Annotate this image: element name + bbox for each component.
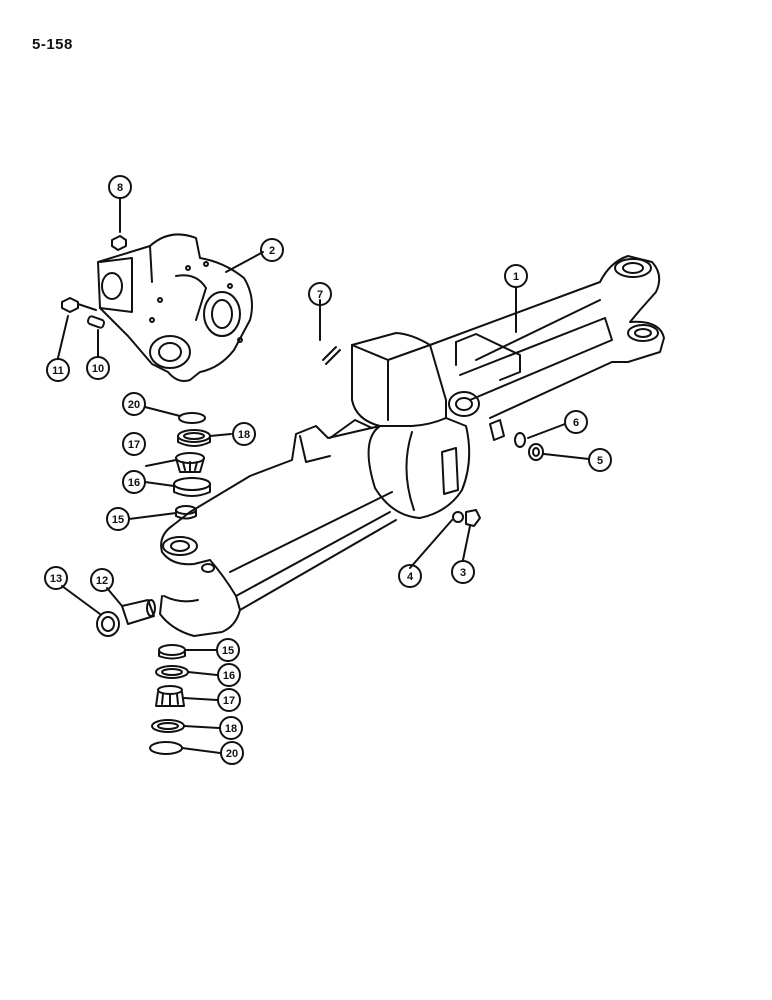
bearing-cup-outer-lower — [155, 665, 189, 679]
svg-text:1: 1 — [513, 271, 519, 283]
bearing-cup-upper — [175, 505, 197, 520]
drain-plug — [465, 509, 481, 527]
callout-4: 4 — [398, 564, 422, 588]
callout-20-lower: 20 — [220, 741, 244, 765]
shim-lower — [149, 741, 183, 755]
svg-text:3: 3 — [460, 567, 466, 579]
svg-text:6: 6 — [573, 417, 579, 429]
drain-plug-washer — [452, 511, 464, 523]
pivot-housing — [97, 233, 253, 382]
fill-plug — [528, 443, 544, 461]
callout-6: 6 — [564, 410, 588, 434]
callout-1: 1 — [504, 264, 528, 288]
callout-10: 10 — [86, 356, 110, 380]
callout-17-upper: 17 — [122, 432, 146, 456]
callout-8: 8 — [108, 175, 132, 199]
fill-plug-washer — [514, 432, 526, 448]
stud — [322, 346, 341, 365]
dowel — [86, 315, 106, 329]
svg-text:15: 15 — [112, 514, 124, 526]
callout-18-upper: 18 — [232, 422, 256, 446]
svg-text:2: 2 — [269, 245, 275, 257]
seal — [96, 611, 120, 637]
axle-housing — [159, 255, 665, 637]
callout-15-lower: 15 — [216, 638, 240, 662]
svg-text:12: 12 — [96, 575, 108, 587]
svg-text:15: 15 — [222, 645, 234, 657]
callout-5: 5 — [588, 448, 612, 472]
callout-20-upper: 20 — [122, 392, 146, 416]
bearing-cup-outer-upper — [173, 477, 211, 497]
bearing-cup-lower — [158, 644, 186, 660]
svg-text:20: 20 — [226, 748, 238, 760]
svg-text:8: 8 — [117, 182, 123, 194]
svg-text:20: 20 — [128, 399, 140, 411]
svg-text:5: 5 — [597, 455, 603, 467]
svg-text:17: 17 — [223, 695, 235, 707]
svg-text:16: 16 — [223, 670, 235, 682]
page-number: 5-158 — [32, 36, 73, 53]
bearing-race-upper — [177, 429, 211, 447]
svg-text:17: 17 — [128, 439, 140, 451]
svg-text:16: 16 — [128, 477, 140, 489]
bushing — [121, 599, 156, 625]
callout-17-lower: 17 — [217, 688, 241, 712]
bearing-cone-lower — [155, 685, 185, 707]
callout-18-lower: 18 — [219, 716, 243, 740]
callout-2: 2 — [260, 238, 284, 262]
bearing-cone-upper — [175, 452, 205, 473]
nut — [111, 235, 127, 251]
svg-text:10: 10 — [92, 363, 104, 375]
callout-16-lower: 16 — [217, 663, 241, 687]
callout-11: 11 — [46, 358, 70, 382]
callout-15-upper: 15 — [106, 507, 130, 531]
bearing-race-lower — [151, 719, 185, 733]
bolt — [61, 297, 97, 313]
callout-7: 7 — [308, 282, 332, 306]
shim-upper — [178, 412, 206, 424]
callout-13: 13 — [44, 566, 68, 590]
svg-text:4: 4 — [407, 571, 414, 583]
svg-text:7: 7 — [317, 289, 323, 301]
callout-16-upper: 16 — [122, 470, 146, 494]
svg-text:18: 18 — [238, 429, 250, 441]
callout-12: 12 — [90, 568, 114, 592]
svg-text:18: 18 — [225, 723, 237, 735]
svg-text:13: 13 — [50, 573, 62, 585]
svg-text:11: 11 — [52, 365, 64, 377]
callout-3: 3 — [451, 560, 475, 584]
